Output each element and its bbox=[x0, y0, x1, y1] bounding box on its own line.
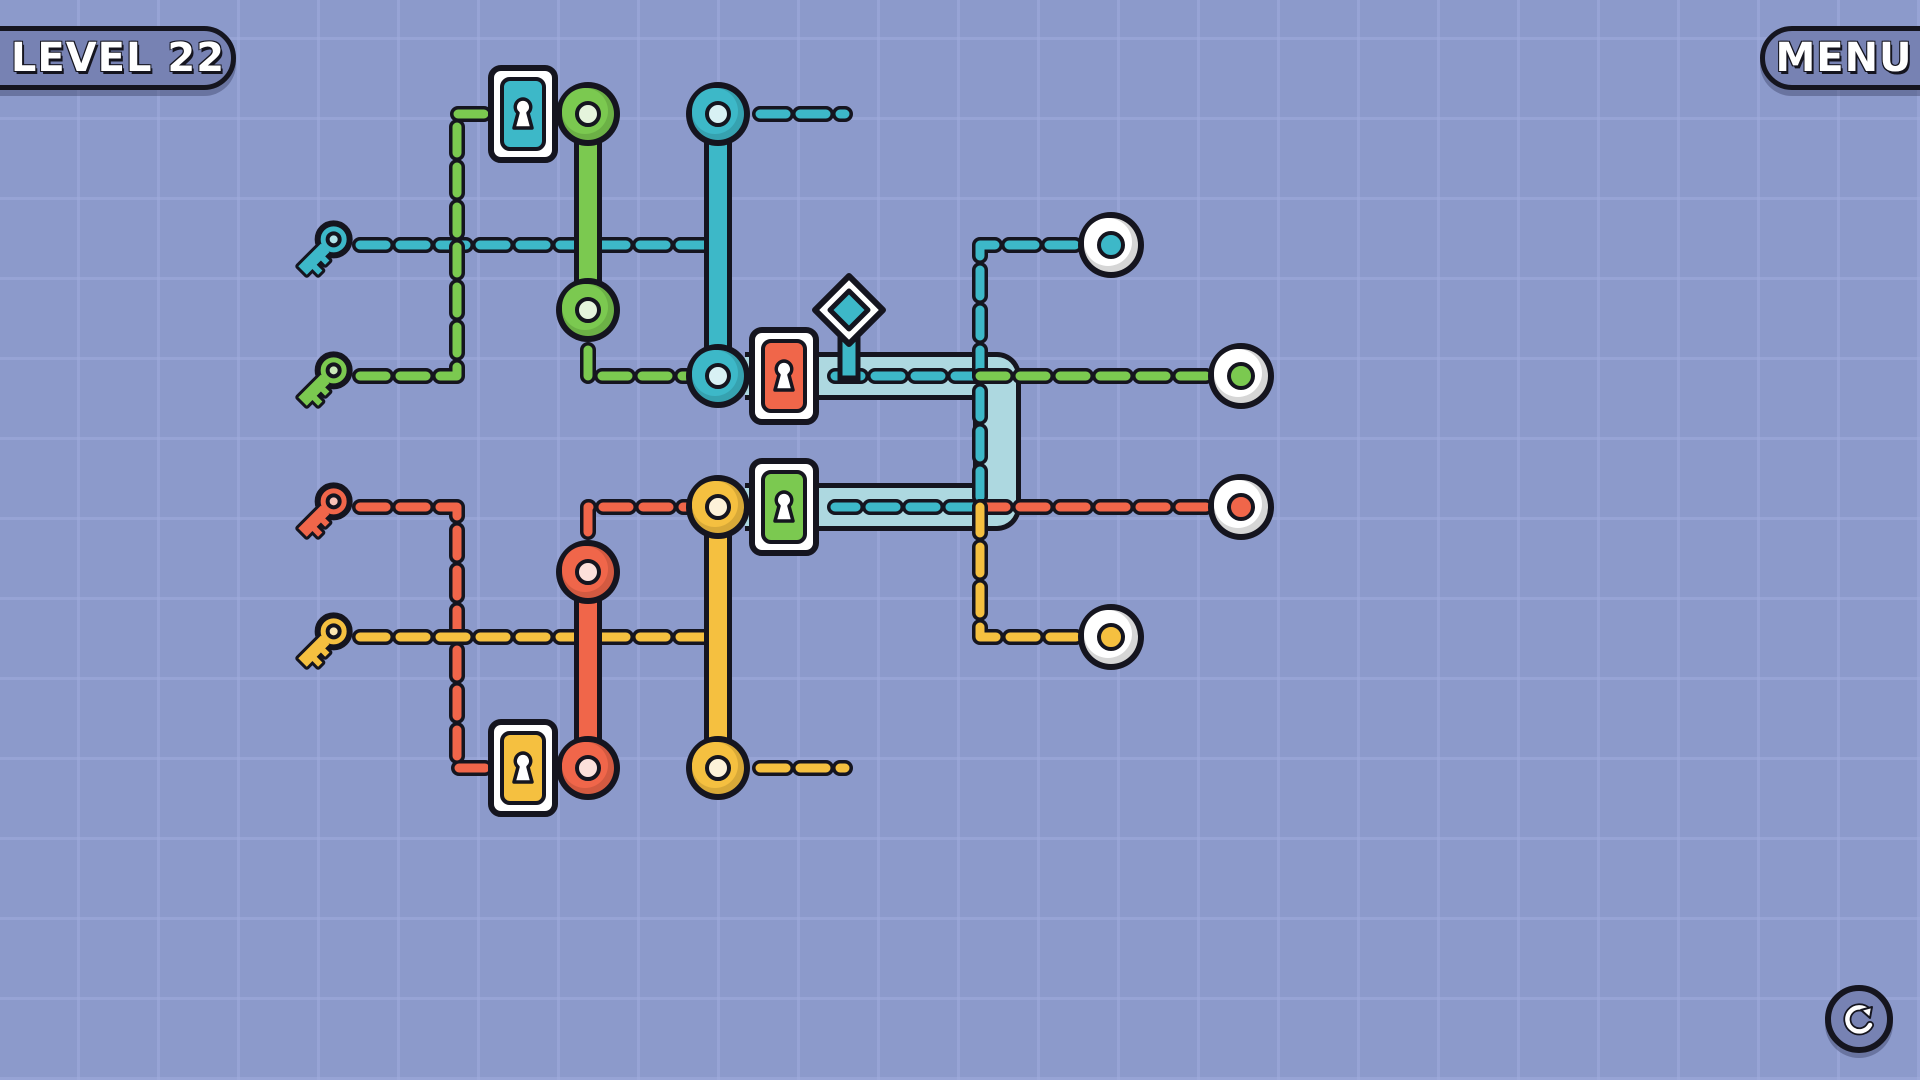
key-icon-yellow[interactable] bbox=[291, 609, 356, 674]
path-teal bbox=[827, 368, 988, 515]
keys bbox=[291, 217, 356, 674]
level-label: LEVEL 22 bbox=[10, 35, 226, 81]
pin-bar-teal[interactable] bbox=[686, 82, 750, 408]
keyhole-icon bbox=[512, 751, 534, 784]
pin-node-teal[interactable] bbox=[686, 82, 750, 146]
key-icon-green[interactable] bbox=[291, 348, 356, 413]
pin-node-green[interactable] bbox=[556, 82, 620, 146]
lock-card-green bbox=[749, 458, 819, 556]
pin-node-yellow[interactable] bbox=[686, 475, 750, 539]
menu-button[interactable]: MENU bbox=[1760, 26, 1920, 90]
lock-card-teal bbox=[488, 65, 558, 163]
pin-node-red[interactable] bbox=[556, 736, 620, 800]
pin-node-yellow[interactable] bbox=[686, 736, 750, 800]
keyhole-icon bbox=[512, 97, 534, 130]
pin-node-red[interactable] bbox=[556, 540, 620, 604]
target-sockets bbox=[1078, 212, 1274, 670]
pin-bar-green[interactable] bbox=[556, 82, 620, 342]
menu-label: MENU bbox=[1775, 35, 1913, 81]
path-teal bbox=[972, 237, 1086, 384]
path-green bbox=[352, 106, 498, 384]
lock-cards bbox=[488, 65, 819, 817]
target-socket-teal[interactable] bbox=[1078, 212, 1144, 278]
keyhole-icon bbox=[773, 490, 795, 523]
path-yellow bbox=[972, 499, 1086, 645]
target-socket-green[interactable] bbox=[1208, 343, 1274, 409]
keyhole-icon bbox=[773, 359, 795, 392]
level-indicator: LEVEL 22 bbox=[0, 26, 236, 90]
path-red bbox=[580, 499, 713, 540]
key-icon-red[interactable] bbox=[291, 479, 356, 544]
pin-bar-red[interactable] bbox=[556, 540, 620, 800]
dashed-paths bbox=[352, 106, 1216, 776]
restart-button[interactable] bbox=[1825, 985, 1893, 1053]
path-green bbox=[580, 342, 713, 384]
restart-icon bbox=[1843, 1003, 1874, 1036]
lock-card-red bbox=[749, 327, 819, 425]
pin-node-green[interactable] bbox=[556, 278, 620, 342]
key-icon-teal[interactable] bbox=[291, 217, 356, 282]
pin-bar-yellow[interactable] bbox=[686, 475, 750, 800]
target-socket-yellow[interactable] bbox=[1078, 604, 1144, 670]
lock-card-yellow bbox=[488, 719, 558, 817]
pin-bars bbox=[556, 82, 750, 800]
target-socket-red[interactable] bbox=[1208, 474, 1274, 540]
pin-node-teal[interactable] bbox=[686, 344, 750, 408]
diamond-switch-teal[interactable] bbox=[812, 273, 886, 381]
